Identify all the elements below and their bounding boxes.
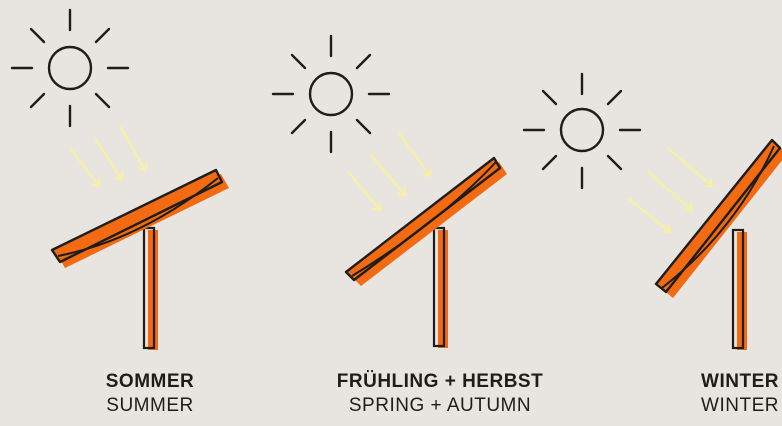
season-label-summer: SOMMER SUMMER <box>60 370 240 418</box>
sun-icon <box>524 74 640 188</box>
sun-rays-spring-autumn <box>348 132 430 210</box>
season-label-spring-autumn: FRÜHLING + HERBST SPRING + AUTUMN <box>300 370 580 418</box>
sun-icon <box>273 36 389 152</box>
season-name-en: WINTER <box>650 394 782 418</box>
season-name-de: SOMMER <box>60 370 240 394</box>
sun-icon <box>12 10 128 126</box>
sun-rays-winter <box>628 148 712 232</box>
sun-rays-summer <box>70 126 145 186</box>
season-name-de: FRÜHLING + HERBST <box>300 370 580 394</box>
season-label-winter: WINTER WINTER <box>650 370 782 418</box>
solar-panel-spring-autumn <box>346 158 507 348</box>
season-name-de: WINTER <box>650 370 782 394</box>
solar-panel-winter <box>656 140 782 350</box>
solar-panel-summer <box>52 170 229 350</box>
season-name-en: SPRING + AUTUMN <box>300 394 580 418</box>
season-name-en: SUMMER <box>60 394 240 418</box>
